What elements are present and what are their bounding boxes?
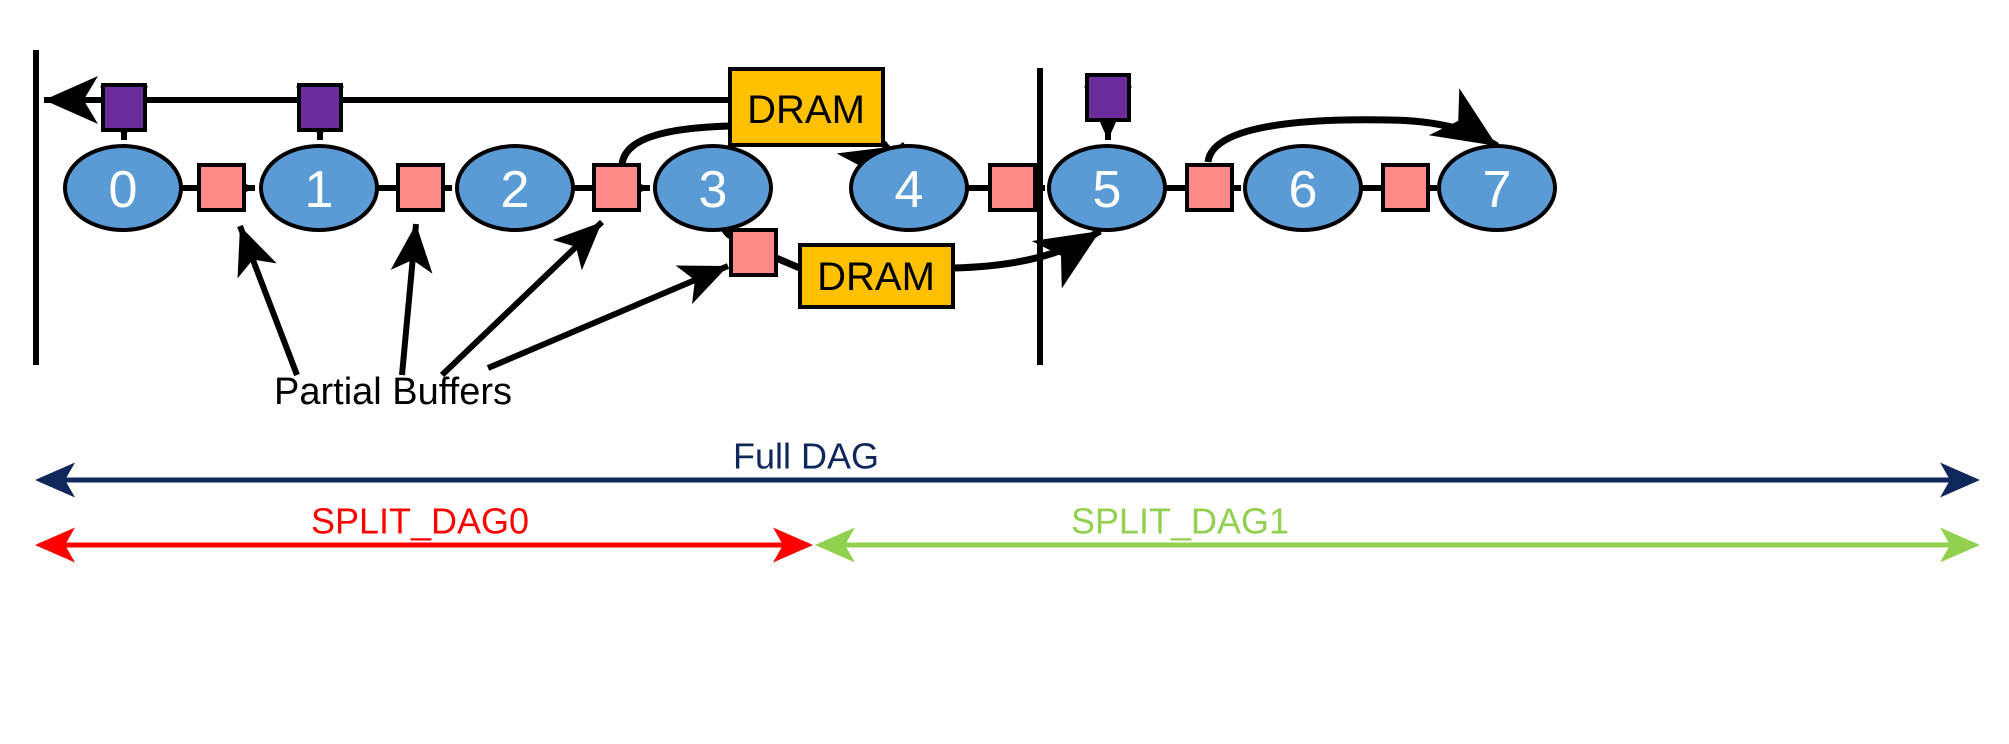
node-6-label: 6 <box>1289 161 1318 219</box>
weight-node-0[interactable] <box>101 83 147 132</box>
node-3[interactable]: 3 <box>653 144 773 232</box>
leader-line-buffer-3-out <box>486 263 730 371</box>
node-4[interactable]: 4 <box>849 144 969 232</box>
node-0-label: 0 <box>109 161 138 219</box>
node-4-label: 4 <box>895 161 924 219</box>
partial-buffer-group <box>197 163 1430 277</box>
weight-node-5[interactable] <box>1085 73 1131 122</box>
buffer-3-out[interactable] <box>729 228 778 277</box>
dram-top-label: DRAM <box>747 88 865 132</box>
node-7[interactable]: 7 <box>1437 144 1557 232</box>
full-dag-label: Full DAG <box>733 436 879 477</box>
split-dag0-label: SPLIT_DAG0 <box>311 501 529 542</box>
node-5[interactable]: 5 <box>1047 144 1167 232</box>
split-dag1-label: SPLIT_DAG1 <box>1071 501 1289 542</box>
dram-bottom-label: DRAM <box>817 255 935 299</box>
leader-line-buffer-1-2 <box>390 223 433 376</box>
edge-dram-bottom-to-node5 <box>952 228 1102 289</box>
node-1[interactable]: 1 <box>259 144 379 232</box>
buffer-4-5[interactable] <box>988 163 1037 212</box>
buffer-2-3[interactable] <box>592 163 641 212</box>
node-0[interactable]: 0 <box>63 144 183 232</box>
buffer-6-7[interactable] <box>1381 163 1430 212</box>
node-6[interactable]: 6 <box>1243 144 1363 232</box>
leader-line-buffer-0-1 <box>237 224 300 377</box>
node-2[interactable]: 2 <box>455 144 575 232</box>
edge-buffer-out-to-dram-bottom <box>774 254 802 272</box>
span-split-dag1: SPLIT_DAG1 <box>815 501 1980 563</box>
edge-buffer2to3-to-dram-top <box>618 122 731 166</box>
leader-line-buffer-2-3 <box>439 219 605 378</box>
weight-block-group <box>101 73 1131 132</box>
node-5-label: 5 <box>1093 161 1122 219</box>
partial-buffers-label: Partial Buffers <box>274 371 512 413</box>
span-split-dag0: SPLIT_DAG0 <box>35 501 813 563</box>
node-1-label: 1 <box>305 161 334 219</box>
node-group: 0 1 2 3 4 5 6 <box>63 144 1557 232</box>
node-7-label: 7 <box>1483 161 1512 219</box>
edge-buffer5to6-to-node7 <box>1204 88 1499 163</box>
buffer-0-1[interactable] <box>197 163 246 212</box>
buffer-5-6[interactable] <box>1185 163 1234 212</box>
node-3-label: 3 <box>699 161 728 219</box>
dram-bottom[interactable]: DRAM <box>798 243 955 309</box>
buffer-1-2[interactable] <box>396 163 445 212</box>
span-full-dag: Full DAG <box>35 436 1980 498</box>
weight-node-1[interactable] <box>297 83 343 132</box>
dram-top[interactable]: DRAM <box>728 67 885 147</box>
node-2-label: 2 <box>501 161 530 219</box>
